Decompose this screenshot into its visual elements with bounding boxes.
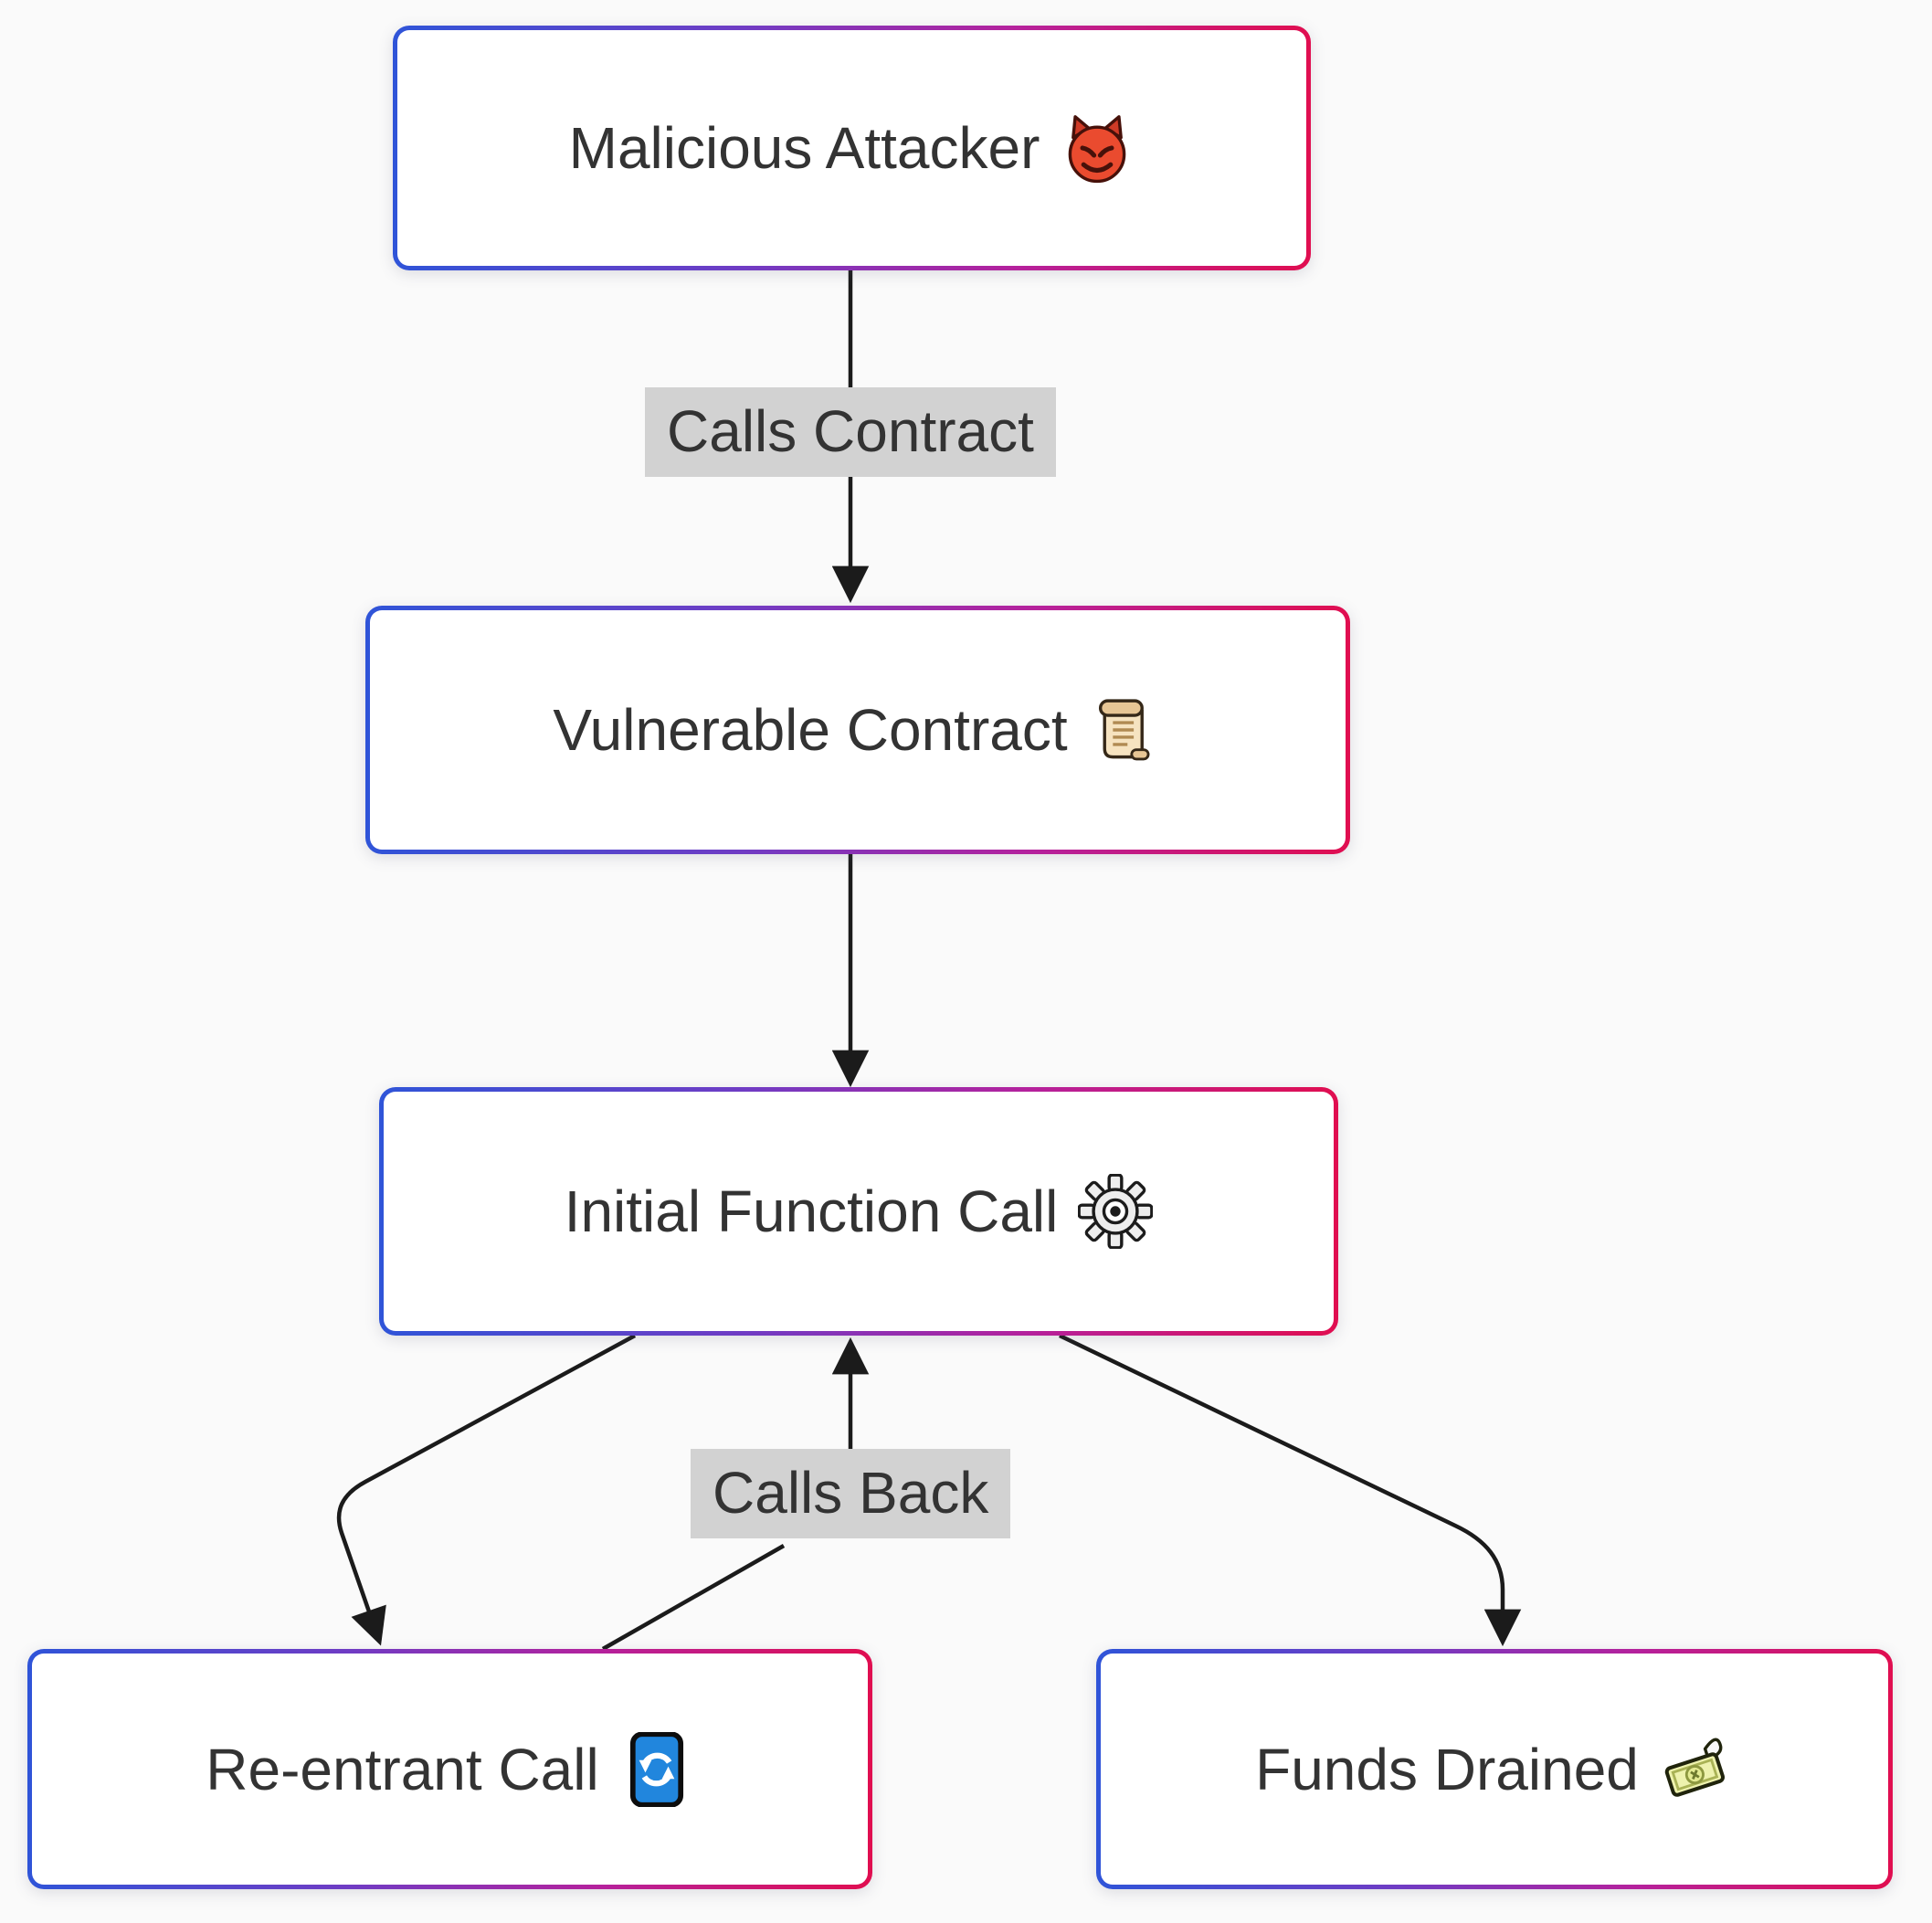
node-malicious-attacker-label: Malicious Attacker bbox=[568, 115, 1040, 181]
edge-initial-call-to-reentrant bbox=[336, 1334, 637, 1646]
node-vulnerable-contract: Vulnerable Contract bbox=[365, 606, 1350, 854]
money-wings-icon bbox=[1664, 1738, 1725, 1797]
node-malicious-attacker: Malicious Attacker bbox=[393, 26, 1311, 270]
refresh-icon bbox=[629, 1731, 683, 1807]
devil-icon bbox=[1069, 115, 1126, 184]
node-vulnerable-contract-label: Vulnerable Contract bbox=[553, 697, 1068, 763]
node-funds-drained: Funds Drained bbox=[1096, 1649, 1893, 1889]
edge-reentrant-to-label bbox=[601, 1544, 786, 1651]
edge-label-calls-contract-text: Calls Contract bbox=[667, 398, 1034, 464]
edge-label-calls-back-text: Calls Back bbox=[713, 1460, 989, 1526]
edge-label-calls-back: Calls Back bbox=[691, 1449, 1011, 1538]
node-initial-function-call-body: Initial Function Call bbox=[384, 1092, 1334, 1331]
node-initial-function-call: Initial Function Call bbox=[379, 1087, 1338, 1336]
node-reentrant-call: Re-entrant Call bbox=[27, 1649, 872, 1889]
node-initial-function-call-label: Initial Function Call bbox=[564, 1178, 1059, 1244]
node-reentrant-call-label: Re-entrant Call bbox=[206, 1736, 599, 1802]
node-funds-drained-body: Funds Drained bbox=[1101, 1654, 1888, 1885]
edge-initial-call-to-drained bbox=[1059, 1333, 1522, 1647]
node-funds-drained-label: Funds Drained bbox=[1255, 1736, 1639, 1802]
node-malicious-attacker-body: Malicious Attacker bbox=[397, 30, 1306, 266]
gear-icon bbox=[1078, 1174, 1154, 1249]
scroll-icon bbox=[1098, 699, 1150, 761]
node-vulnerable-contract-body: Vulnerable Contract bbox=[370, 610, 1346, 850]
edge-label-calls-contract: Calls Contract bbox=[645, 387, 1056, 477]
node-reentrant-call-body: Re-entrant Call bbox=[32, 1654, 868, 1885]
